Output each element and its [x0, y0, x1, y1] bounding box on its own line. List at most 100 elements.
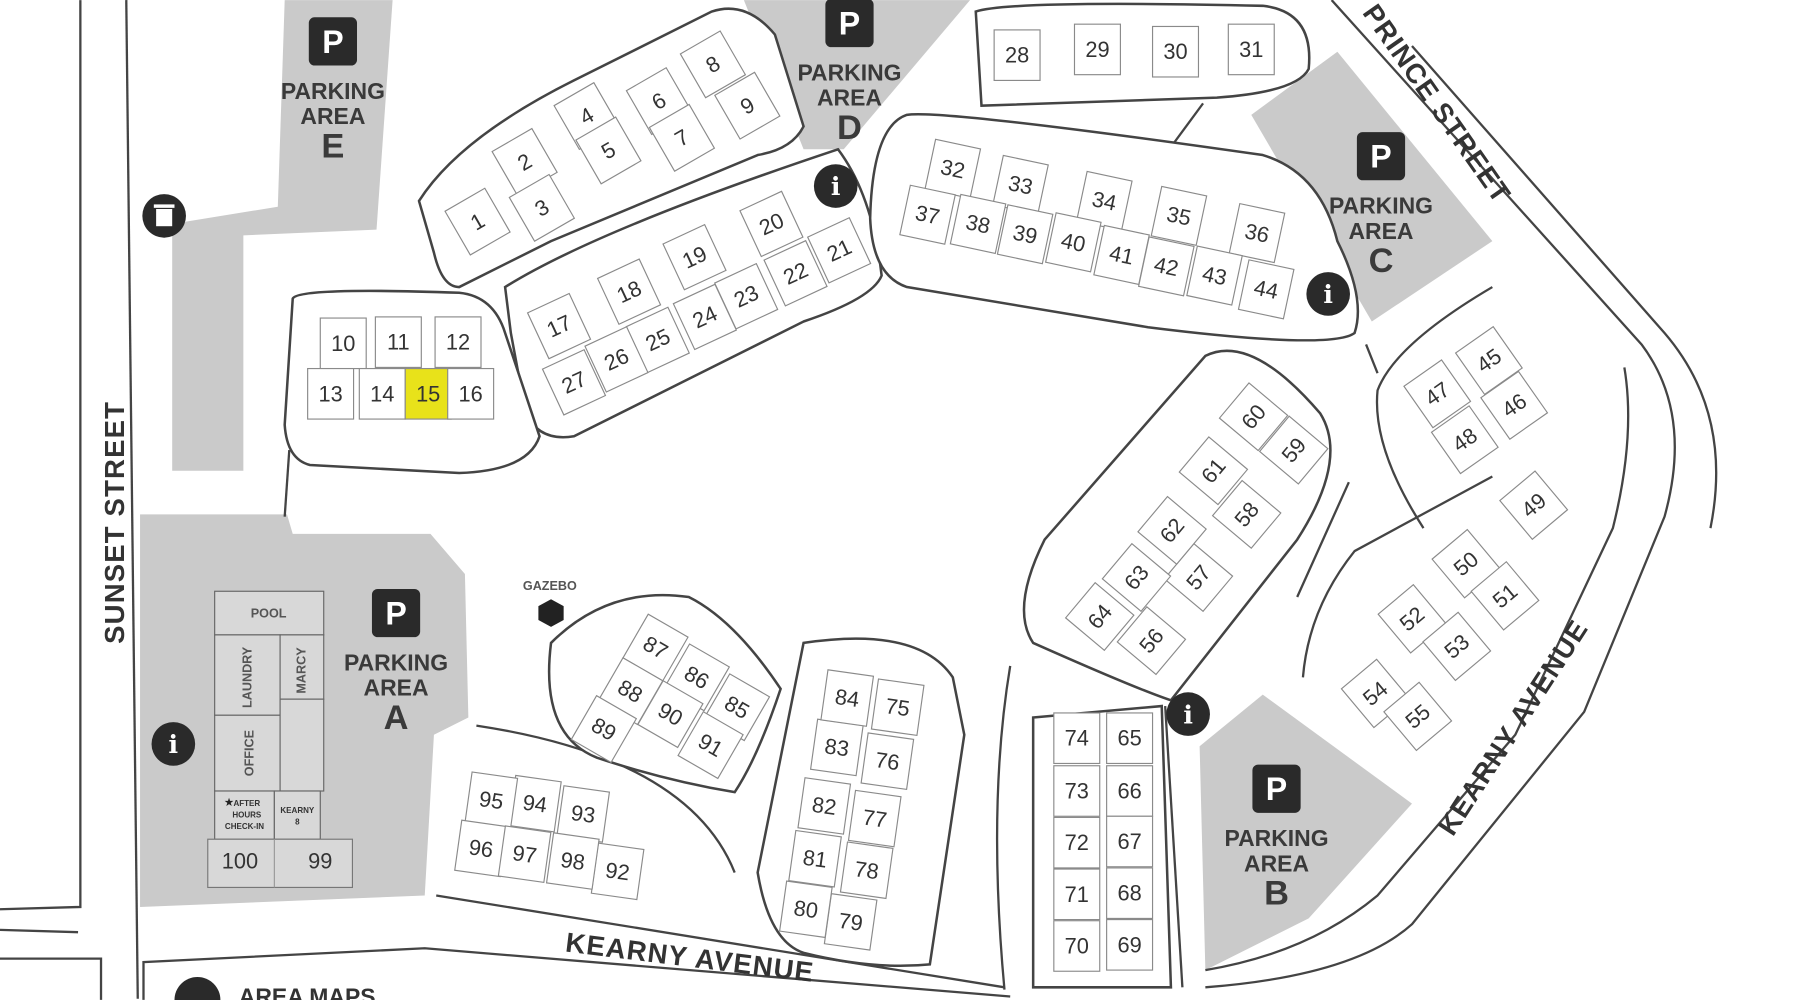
unit-18[interactable]: 18	[596, 258, 662, 326]
unit-26[interactable]: 26	[584, 326, 649, 393]
unit-53[interactable]: 53	[1422, 611, 1492, 682]
unit-100[interactable]: 100	[222, 849, 258, 874]
unit-57[interactable]: 57	[1163, 542, 1234, 613]
unit-42[interactable]: 42	[1137, 236, 1195, 297]
unit-22[interactable]: 22	[763, 239, 828, 307]
unit-41[interactable]: 41	[1093, 224, 1150, 286]
unit-92[interactable]: 92	[590, 842, 645, 901]
unit-31[interactable]: 31	[1227, 23, 1275, 76]
unit-19[interactable]: 19	[662, 223, 727, 291]
unit-63[interactable]: 63	[1101, 542, 1172, 613]
unit-36[interactable]: 36	[1228, 202, 1286, 264]
unit-62[interactable]: 62	[1137, 495, 1207, 566]
trash-icon[interactable]	[142, 194, 186, 238]
unit-81[interactable]: 81	[788, 829, 842, 888]
unit-90[interactable]: 90	[637, 679, 704, 749]
unit-60[interactable]: 60	[1218, 382, 1289, 452]
unit-73[interactable]: 73	[1053, 765, 1101, 817]
unit-13[interactable]: 13	[307, 367, 355, 420]
info-icon[interactable]: i	[813, 164, 858, 208]
unit-46[interactable]: 46	[1480, 370, 1549, 440]
unit-12[interactable]: 12	[434, 316, 482, 368]
unit-95[interactable]: 95	[464, 771, 519, 830]
unit-3[interactable]: 3	[508, 173, 576, 242]
info-icon[interactable]: i	[1306, 272, 1350, 316]
unit-43[interactable]: 43	[1186, 245, 1243, 306]
unit-74[interactable]: 74	[1053, 712, 1101, 765]
unit-76[interactable]: 76	[860, 732, 915, 791]
unit-83[interactable]: 83	[809, 718, 864, 777]
unit-84[interactable]: 84	[820, 669, 875, 727]
unit-70[interactable]: 70	[1053, 920, 1101, 972]
unit-91[interactable]: 91	[677, 710, 744, 780]
unit-34[interactable]: 34	[1075, 170, 1133, 232]
unit-35[interactable]: 35	[1150, 185, 1208, 247]
unit-24[interactable]: 24	[672, 283, 738, 351]
unit-64[interactable]: 64	[1064, 581, 1135, 652]
unit-25[interactable]: 25	[625, 306, 691, 374]
unit-33[interactable]: 33	[992, 154, 1049, 216]
unit-20[interactable]: 20	[739, 190, 804, 258]
unit-14[interactable]: 14	[358, 367, 406, 420]
unit-67[interactable]: 67	[1106, 815, 1154, 868]
unit-97[interactable]: 97	[497, 825, 552, 883]
unit-45[interactable]: 45	[1454, 325, 1523, 396]
unit-37[interactable]: 37	[899, 184, 956, 245]
unit-40[interactable]: 40	[1044, 212, 1102, 273]
unit-49[interactable]: 49	[1499, 470, 1569, 541]
unit-79[interactable]: 79	[823, 893, 878, 951]
unit-99[interactable]: 99	[308, 849, 332, 874]
unit-82[interactable]: 82	[797, 777, 852, 835]
unit-71[interactable]: 71	[1053, 868, 1101, 921]
unit-55[interactable]: 55	[1383, 681, 1453, 752]
unit-56[interactable]: 56	[1116, 605, 1187, 676]
unit-58[interactable]: 58	[1211, 479, 1282, 549]
unit-5[interactable]: 5	[575, 116, 642, 185]
unit-10[interactable]: 10	[319, 317, 367, 370]
unit-61[interactable]: 61	[1178, 436, 1249, 506]
unit-28[interactable]: 28	[993, 29, 1041, 81]
unit-51[interactable]: 51	[1470, 560, 1540, 631]
unit-94[interactable]: 94	[508, 774, 562, 833]
unit-80[interactable]: 80	[778, 880, 833, 939]
unit-78[interactable]: 78	[839, 841, 894, 900]
unit-87[interactable]: 87	[622, 613, 689, 682]
unit-1[interactable]: 1	[444, 187, 511, 256]
info-icon[interactable]: i	[1166, 692, 1210, 736]
unit-38[interactable]: 38	[949, 193, 1007, 255]
unit-68[interactable]: 68	[1106, 867, 1154, 920]
unit-77[interactable]: 77	[847, 789, 902, 848]
unit-29[interactable]: 29	[1073, 23, 1121, 76]
unit-48[interactable]: 48	[1430, 405, 1499, 475]
unit-21[interactable]: 21	[806, 216, 872, 284]
unit-17[interactable]: 17	[526, 292, 592, 360]
unit-59[interactable]: 59	[1258, 415, 1329, 485]
unit-7[interactable]: 7	[648, 103, 716, 172]
unit-69[interactable]: 69	[1106, 919, 1154, 971]
unit-93[interactable]: 93	[556, 785, 611, 843]
unit-23[interactable]: 23	[713, 262, 779, 330]
unit-65[interactable]: 65	[1106, 712, 1154, 765]
unit-32[interactable]: 32	[924, 138, 982, 199]
unit-8[interactable]: 8	[679, 30, 747, 99]
unit-72[interactable]: 72	[1053, 816, 1101, 869]
unit-27[interactable]: 27	[541, 348, 607, 416]
parking-label-letter: D	[837, 109, 862, 147]
unit-89[interactable]: 89	[570, 694, 638, 764]
unit-11[interactable]: 11	[374, 316, 422, 368]
unit-30[interactable]: 30	[1151, 25, 1200, 78]
info-icon[interactable]: i	[151, 722, 196, 766]
unit-44[interactable]: 44	[1237, 259, 1295, 320]
unit-label: 93	[569, 800, 596, 828]
unit-47[interactable]: 47	[1403, 359, 1472, 429]
unit-98[interactable]: 98	[545, 832, 600, 890]
unit-66[interactable]: 66	[1106, 765, 1154, 817]
unit-outline	[996, 204, 1054, 265]
unit-15[interactable]: 15	[404, 367, 452, 420]
area-maps-link[interactable]: AREA MAPS	[174, 976, 376, 1000]
unit-9[interactable]: 9	[714, 71, 781, 140]
unit-39[interactable]: 39	[996, 204, 1054, 265]
unit-16[interactable]: 16	[447, 367, 495, 420]
unit-75[interactable]: 75	[870, 678, 925, 737]
unit-52[interactable]: 52	[1377, 583, 1447, 654]
